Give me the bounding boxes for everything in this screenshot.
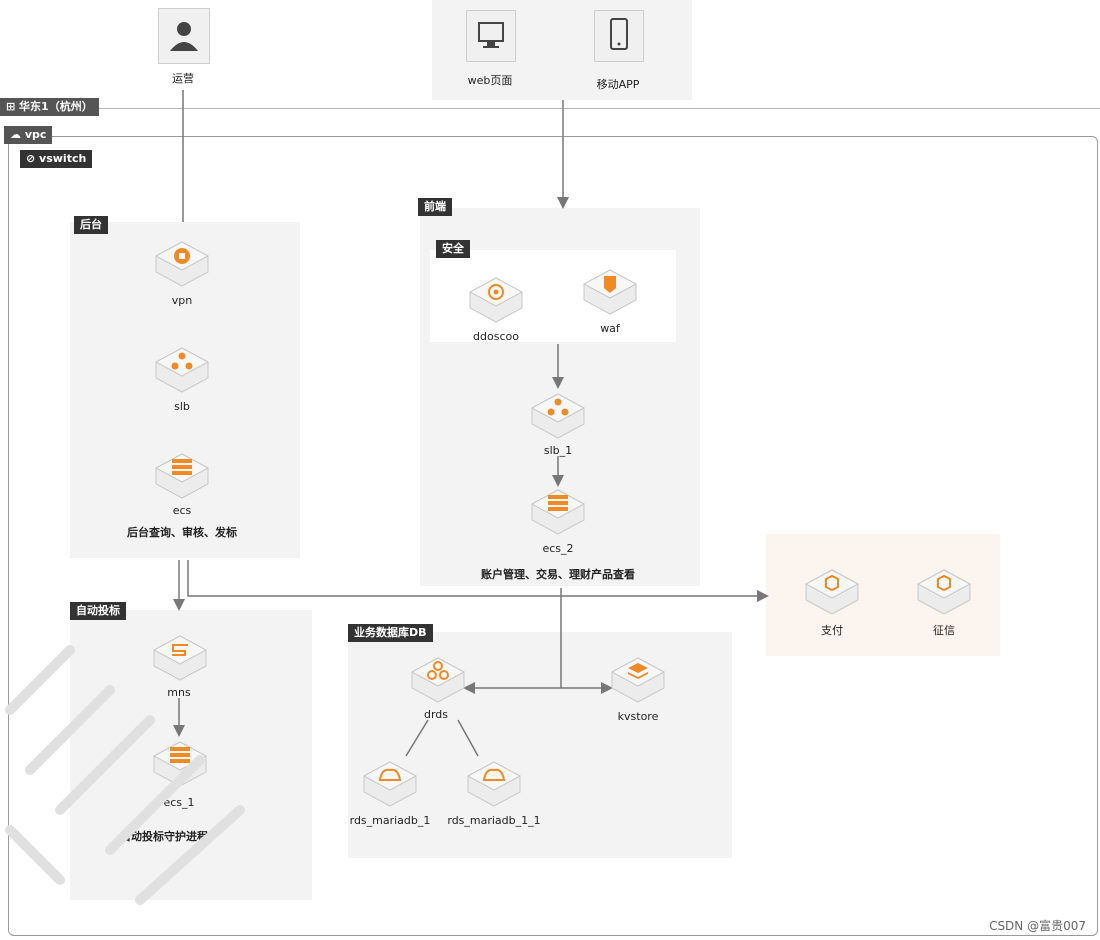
ddoscoo-node[interactable] (466, 274, 526, 326)
distributed-db-icon (427, 661, 449, 680)
drds-label: drds (423, 708, 449, 721)
credit-label: 征信 (933, 624, 955, 637)
load-balancer-icon (171, 352, 193, 370)
message-queue-icon (172, 644, 188, 656)
backend-tag: 后台 (74, 216, 108, 234)
slb-1-node[interactable] (528, 390, 588, 442)
backend-to-external-line (187, 560, 769, 602)
cube-icon (937, 574, 951, 592)
server-icon (172, 459, 192, 475)
vpc-frame (8, 136, 1098, 936)
slb-node[interactable] (152, 344, 212, 396)
kvstore-node[interactable] (608, 654, 668, 706)
mobile-icon (610, 18, 628, 50)
pay-node[interactable] (802, 566, 862, 618)
cache-stack-icon (628, 663, 648, 679)
mns-label: mns (167, 686, 191, 699)
drds-node[interactable] (408, 654, 468, 706)
region-divider (96, 108, 1100, 109)
database-icon (378, 768, 402, 781)
business-db-tag: 业务数据库DB (348, 624, 433, 642)
monitor-icon (478, 22, 504, 48)
credit-node[interactable] (914, 566, 974, 618)
ecs-2-node[interactable] (528, 486, 588, 538)
waf-label: waf (600, 322, 620, 335)
vpc-tag: ☁ vpc (4, 126, 53, 144)
ecs-description: 后台查询、审核、发标 (127, 526, 237, 539)
vpn-label: vpn (171, 294, 193, 307)
rds-mariadb-1-1-node[interactable] (464, 758, 524, 810)
database-icon (482, 768, 506, 781)
slb-label: slb (174, 400, 190, 413)
watermark-graphic (5, 645, 245, 905)
vswitch-tag: ⊘ vswitch (20, 150, 93, 168)
auto-bid-tag: 自动投标 (70, 602, 126, 620)
server-icon (548, 495, 568, 511)
link-icon: ⊘ (26, 152, 40, 165)
ecs-2-description: 账户管理、交易、理财产品查看 (481, 568, 635, 581)
app-label: 移动APP (596, 78, 640, 91)
web-client-card[interactable] (466, 10, 516, 62)
ecs-2-label: ecs_2 (542, 542, 574, 555)
server-icon (170, 747, 190, 763)
rds-mariadb-1-1-label: rds_mariadb_1_1 (447, 814, 541, 827)
ops-user-card[interactable] (158, 8, 210, 64)
rds-mariadb-1-label: rds_mariadb_1 (349, 814, 431, 827)
ddoscoo-label: ddoscoo (473, 330, 519, 343)
firewall-icon (604, 276, 616, 293)
ops-label: 运营 (172, 72, 194, 85)
region-icon: ⊞ (6, 100, 20, 113)
load-balancer-icon (547, 398, 569, 416)
region-tag: ⊞ 华东1（杭州） (0, 98, 99, 116)
drds-to-rds2-line (457, 719, 479, 757)
waf-node[interactable] (580, 266, 640, 318)
web-label: web页面 (467, 74, 513, 87)
security-tag: 安全 (436, 240, 470, 258)
ddos-shield-icon (488, 284, 504, 300)
frontend-tag: 前端 (418, 198, 452, 216)
rds-mariadb-1-node[interactable] (360, 758, 420, 810)
vpn-node[interactable] (152, 238, 212, 290)
drds-to-rds1-line (405, 719, 429, 757)
mns-node[interactable] (150, 632, 210, 684)
ecs-label: ecs (172, 504, 192, 517)
ecs-1-label: ecs_1 (163, 796, 195, 809)
pay-label: 支付 (821, 624, 843, 637)
user-icon (170, 22, 198, 51)
cube-icon (825, 574, 839, 592)
cloud-icon: ☁ (10, 128, 25, 141)
slb-1-label: slb_1 (543, 444, 573, 457)
kvstore-label: kvstore (617, 710, 659, 723)
ecs-node[interactable] (152, 450, 212, 502)
csdn-credit: CSDN @富贵007 (989, 919, 1086, 933)
ecs-1-description: 自动投标守护进程 (120, 830, 208, 843)
app-client-card[interactable] (594, 10, 644, 62)
